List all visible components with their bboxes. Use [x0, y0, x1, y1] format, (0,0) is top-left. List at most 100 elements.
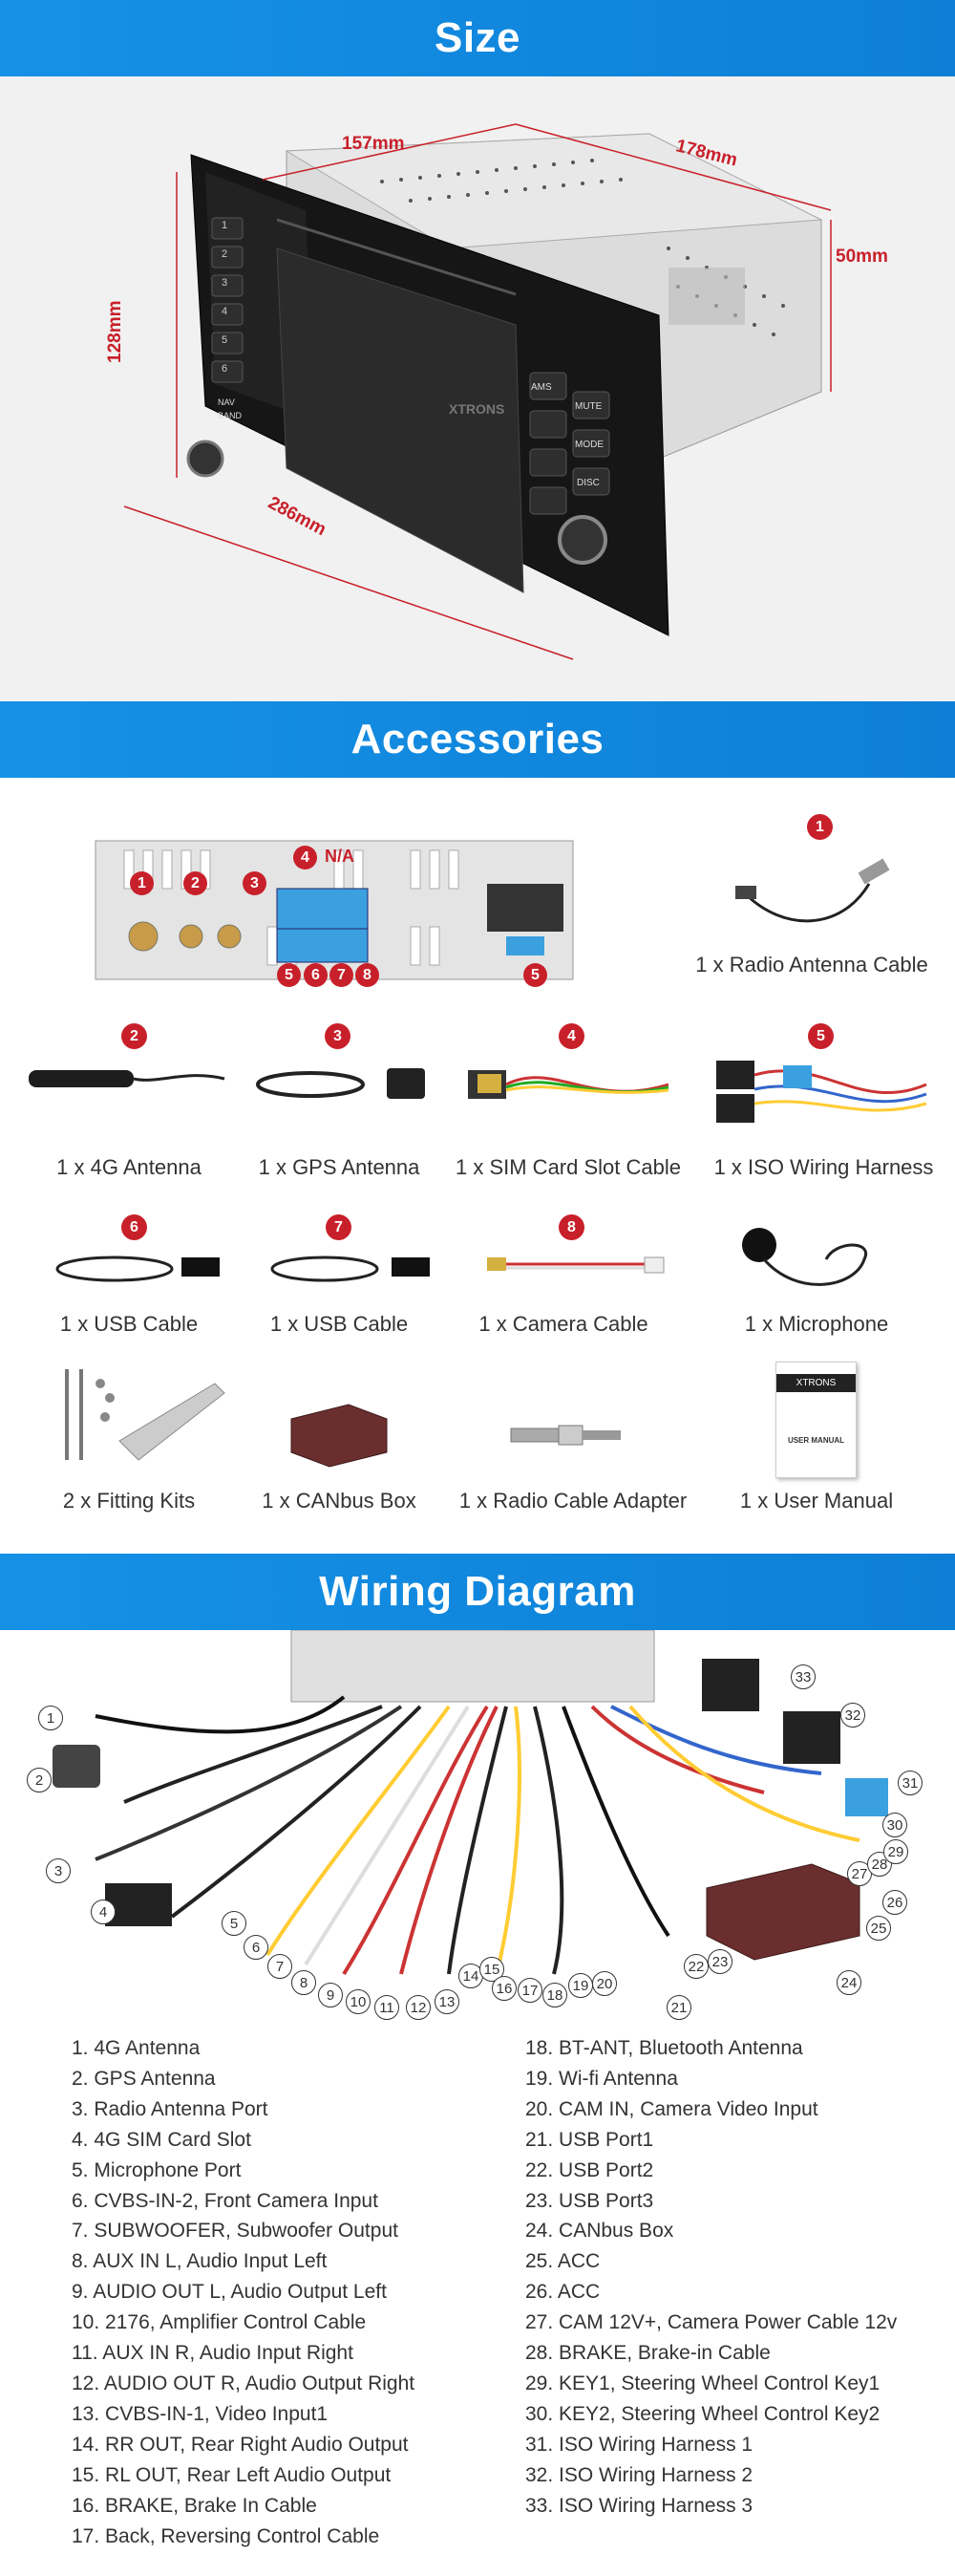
nav-label: NAV [218, 397, 235, 407]
wire-31: 31 [898, 1771, 923, 1795]
wire-14: 14 [458, 1964, 483, 1988]
legend-item: 13. CVBS-IN-1, Video Input1 [72, 2402, 329, 2425]
legend-item: 1. 4G Antenna [72, 2037, 201, 2059]
legend-item: 11. AUX IN R, Audio Input Right [72, 2342, 353, 2365]
acc-caption-3: 1 x GPS Antenna [258, 1155, 420, 1179]
acc-caption-11: 1 x CANbus Box [262, 1489, 416, 1513]
gps-antenna-image [256, 1068, 425, 1099]
acc-caption-1: 1 x Radio Antenna Cable [695, 953, 928, 977]
wire-13: 13 [435, 1989, 459, 2014]
legend-item: 27. CAM 12V+, Camera Power Cable 12v [525, 2311, 898, 2334]
legend-item: 4. 4G SIM Card Slot [72, 2128, 251, 2151]
4g-antenna-image [29, 1070, 225, 1087]
brand-watermark: XTRONS [449, 401, 505, 417]
legend-item: 31. ISO Wiring Harness 1 [525, 2433, 753, 2456]
wiring-diagram-image [53, 1630, 888, 1976]
marker-8: 8 [355, 963, 379, 987]
acc-caption-4: 1 x SIM Card Slot Cable [456, 1155, 681, 1179]
key-1: 1 [222, 220, 228, 231]
legend-item: 17. Back, Reversing Control Cable [72, 2524, 380, 2547]
dim-height: 128mm [105, 300, 125, 364]
legend-item: 5. Microphone Port [72, 2158, 242, 2181]
legend-item: 33. ISO Wiring Harness 3 [525, 2494, 753, 2517]
dimension-lines [123, 123, 832, 660]
legend-item: 15. RL OUT, Rear Left Audio Output [72, 2463, 392, 2486]
usb-cable-2-image [270, 1256, 430, 1282]
fitting-kits-image [65, 1369, 225, 1461]
acc-caption-2: 1 x 4G Antenna [56, 1155, 202, 1179]
band-label: BAND [218, 411, 243, 420]
wire-29: 29 [883, 1839, 908, 1864]
marker-6: 6 [304, 963, 328, 987]
wire-7: 7 [267, 1954, 292, 1979]
acc-caption-13: 1 x User Manual [739, 1489, 894, 1513]
key-5: 5 [222, 334, 228, 346]
acc-caption-10: 2 x Fitting Kits [62, 1489, 196, 1513]
wire-26: 26 [882, 1890, 907, 1915]
user-manual-image: XTRONS USER MANUAL [775, 1362, 857, 1478]
wire-1: 1 [38, 1706, 63, 1730]
accessories-banner: Accessories [0, 701, 955, 778]
legend-item: 8. AUX IN L, Audio Input Left [72, 2250, 328, 2273]
legend-item: 32. ISO Wiring Harness 2 [525, 2463, 753, 2486]
acc-num-6: 6 [121, 1214, 147, 1240]
wire-33: 33 [791, 1664, 816, 1689]
radio-antenna-cable-image [735, 858, 890, 923]
wiring-title: Wiring Diagram [319, 1568, 636, 1615]
acc-caption-6: 1 x USB Cable [59, 1312, 199, 1336]
wire-5: 5 [222, 1911, 246, 1936]
size-title: Size [434, 14, 521, 61]
wire-30: 30 [882, 1813, 907, 1837]
legend-item: 28. BRAKE, Brake-in Cable [525, 2342, 771, 2365]
back-panel-image [86, 831, 583, 989]
wire-2: 2 [27, 1768, 52, 1792]
acc-num-1: 1 [807, 814, 833, 840]
legend-item: 19. Wi-fi Antenna [525, 2067, 678, 2090]
legend-left: 1. 4G Antenna 2. GPS Antenna 3. Radio An… [72, 2033, 414, 2551]
back-panel-drawing [95, 840, 574, 980]
wire-11: 11 [374, 1995, 399, 2020]
acc-num-3: 3 [325, 1023, 350, 1049]
dim-width: 157mm [342, 134, 405, 154]
legend-item: 23. USB Port3 [525, 2189, 654, 2212]
acc-caption-9: 1 x Microphone [744, 1312, 889, 1336]
wire-4: 4 [91, 1900, 116, 1924]
acc-caption-7: 1 x USB Cable [269, 1312, 409, 1336]
acc-num-4: 4 [559, 1023, 584, 1049]
legend-item: 16. BRAKE, Brake In Cable [72, 2494, 317, 2517]
legend-item: 18. BT-ANT, Bluetooth Antenna [525, 2037, 803, 2059]
legend-item: 9. AUDIO OUT L, Audio Output Left [72, 2281, 387, 2304]
key-4: 4 [222, 306, 228, 317]
marker-4: 4 [293, 846, 317, 869]
wire-24: 24 [837, 1970, 861, 1995]
wire-12: 12 [406, 1995, 431, 2020]
size-panel: AMS MUTE MODE DISC NAV BAND XTRONS 1 2 3… [0, 76, 955, 701]
wire-18: 18 [542, 1983, 567, 2007]
disc-label: DISC [577, 478, 600, 488]
legend-item: 26. ACC [525, 2281, 601, 2304]
legend-item: 20. CAM IN, Camera Video Input [525, 2097, 818, 2120]
legend-item: 12. AUDIO OUT R, Audio Output Right [72, 2372, 415, 2394]
marker-2: 2 [183, 871, 207, 895]
marker-5b: 5 [523, 963, 547, 987]
wire-9: 9 [318, 1983, 343, 2007]
acc-caption-5: 1 x ISO Wiring Harness [713, 1155, 934, 1179]
legend-item: 24. CANbus Box [525, 2220, 674, 2243]
wire-21: 21 [667, 1995, 691, 2020]
manual-brand: XTRONS [776, 1374, 856, 1392]
dim-thickness: 50mm [836, 247, 888, 267]
marker-7: 7 [329, 963, 353, 987]
key-6: 6 [222, 363, 228, 375]
key-2: 2 [222, 248, 228, 260]
usb-cable-1-image [55, 1256, 220, 1282]
legend-item: 14. RR OUT, Rear Right Audio Output [72, 2433, 409, 2456]
acc-num-8: 8 [559, 1214, 584, 1240]
marker-3: 3 [243, 871, 266, 895]
wire-8: 8 [291, 1970, 316, 1995]
legend-item: 7. SUBWOOFER, Subwoofer Output [72, 2220, 398, 2243]
legend-item: 10. 2176, Amplifier Control Cable [72, 2311, 367, 2334]
iso-harness-image [716, 1061, 927, 1123]
camera-cable-image [487, 1256, 665, 1274]
legend-item: 21. USB Port1 [525, 2128, 654, 2151]
legend-item: 3. Radio Antenna Port [72, 2097, 268, 2120]
